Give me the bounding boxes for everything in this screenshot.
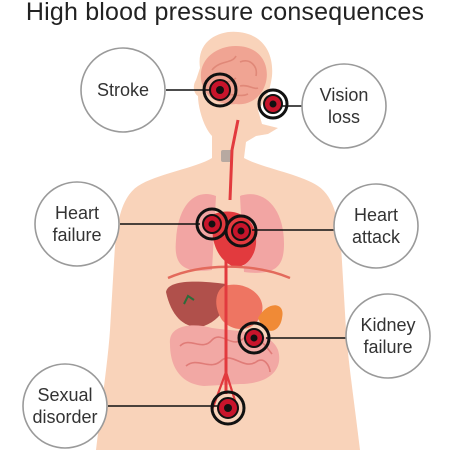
label-circle-kidney-failure <box>345 293 431 379</box>
label-circle-heart-attack <box>333 183 419 269</box>
label-sexual-disorder: Sexual disorder <box>32 385 98 427</box>
target-eye-icon <box>257 88 289 120</box>
carotid-artery <box>228 119 240 201</box>
label-circle-vision-loss <box>301 63 387 149</box>
label-circles <box>22 47 431 449</box>
label-circle-heart-failure <box>34 181 120 267</box>
target-heart-attack-icon <box>224 214 258 248</box>
label-stroke: Stroke <box>96 80 150 100</box>
label-vision-loss: Vision loss <box>319 85 369 127</box>
target-kidney-icon <box>237 321 271 355</box>
label-heart-attack: Heart attack <box>351 205 401 247</box>
larynx <box>221 150 233 162</box>
label-kidney-failure: Kidney failure <box>360 315 416 357</box>
abdominal-organs <box>166 281 283 331</box>
label-circle-sexual-disorder <box>22 363 108 449</box>
label-circle-stroke <box>80 47 166 133</box>
target-brain-icon <box>202 72 238 108</box>
label-heart-failure: Heart failure <box>52 203 102 245</box>
target-reproductive-icon <box>210 390 246 426</box>
diagram-title: High blood pressure consequences <box>25 0 425 26</box>
target-markers <box>195 72 289 426</box>
